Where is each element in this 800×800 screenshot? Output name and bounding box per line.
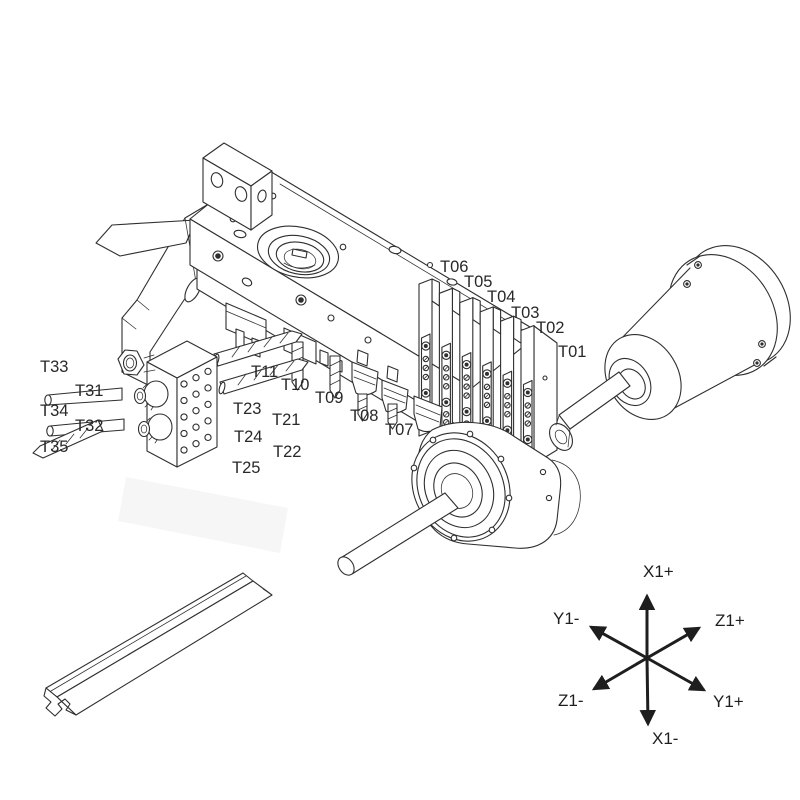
drill-t08 (357, 393, 368, 422)
tool-label-T33: T33 (40, 358, 68, 376)
motor (604, 245, 791, 420)
shadow-watermark (118, 477, 288, 553)
tool-label-T25: T25 (232, 459, 260, 477)
top-stop-block (202, 142, 273, 231)
axis-label-X1+: X1+ (643, 562, 674, 581)
motor-shaft-coupling (549, 371, 631, 451)
axis-label-Y1+: Y1+ (713, 692, 744, 711)
chip-guard-rail (43, 572, 273, 717)
bolt-hole-grid (180, 367, 212, 454)
tool-label-T34: T34 (40, 402, 68, 420)
tool-label-T24: T24 (234, 428, 262, 446)
coordinate-axes: X1+ Y1- Z1+ Z1- Y1+ X1- (553, 562, 745, 748)
tool-label-T10: T10 (281, 376, 309, 394)
gearbox-bolts (410, 430, 513, 542)
tool-label-T07: T07 (385, 421, 413, 439)
tool-label-T23: T23 (233, 400, 261, 418)
tool-label-T31: T31 (75, 382, 103, 400)
central-bore (257, 225, 339, 279)
tool-label-T21: T21 (272, 411, 300, 429)
hex-nut-fitting (117, 349, 156, 376)
tool-label-T08: T08 (350, 407, 378, 425)
tool-label-T11: T11 (251, 363, 278, 381)
collet-t31 (133, 380, 169, 411)
axis-label-Z1+: Z1+ (715, 611, 745, 630)
axis-label-Z1-: Z1- (558, 691, 584, 710)
left-tool-block (32, 340, 218, 468)
collet-t32 (137, 413, 173, 444)
tool-label-T02: T02 (536, 319, 564, 337)
axis-label-X1-: X1- (652, 729, 678, 748)
tool-label-T01: T01 (558, 343, 586, 361)
tool-label-T03: T03 (511, 304, 539, 322)
tool-label-T22: T22 (273, 443, 301, 461)
output-bar (337, 492, 459, 576)
axis-labels: X1+ Y1- Z1+ Z1- Y1+ X1- (553, 562, 745, 748)
tool-label-T35: T35 (40, 438, 68, 456)
drill-t35 (32, 419, 104, 459)
under-plate-tool-holders (225, 302, 409, 430)
axis-label-Y1-: Y1- (553, 609, 579, 628)
tool-label-T09: T09 (315, 389, 343, 407)
tool-labels: T01T02T03T04T05T06T07T08T09T10T11T21T22T… (40, 258, 586, 477)
drill-t07 (387, 403, 398, 430)
tool-label-T04: T04 (487, 288, 515, 306)
comb-tool-rack (418, 278, 558, 484)
tool-label-T32: T32 (75, 417, 103, 435)
flange-bolts (683, 261, 766, 367)
tool-label-T06: T06 (440, 258, 468, 276)
tool-label-T05: T05 (464, 273, 492, 291)
drill-t09 (329, 355, 341, 399)
